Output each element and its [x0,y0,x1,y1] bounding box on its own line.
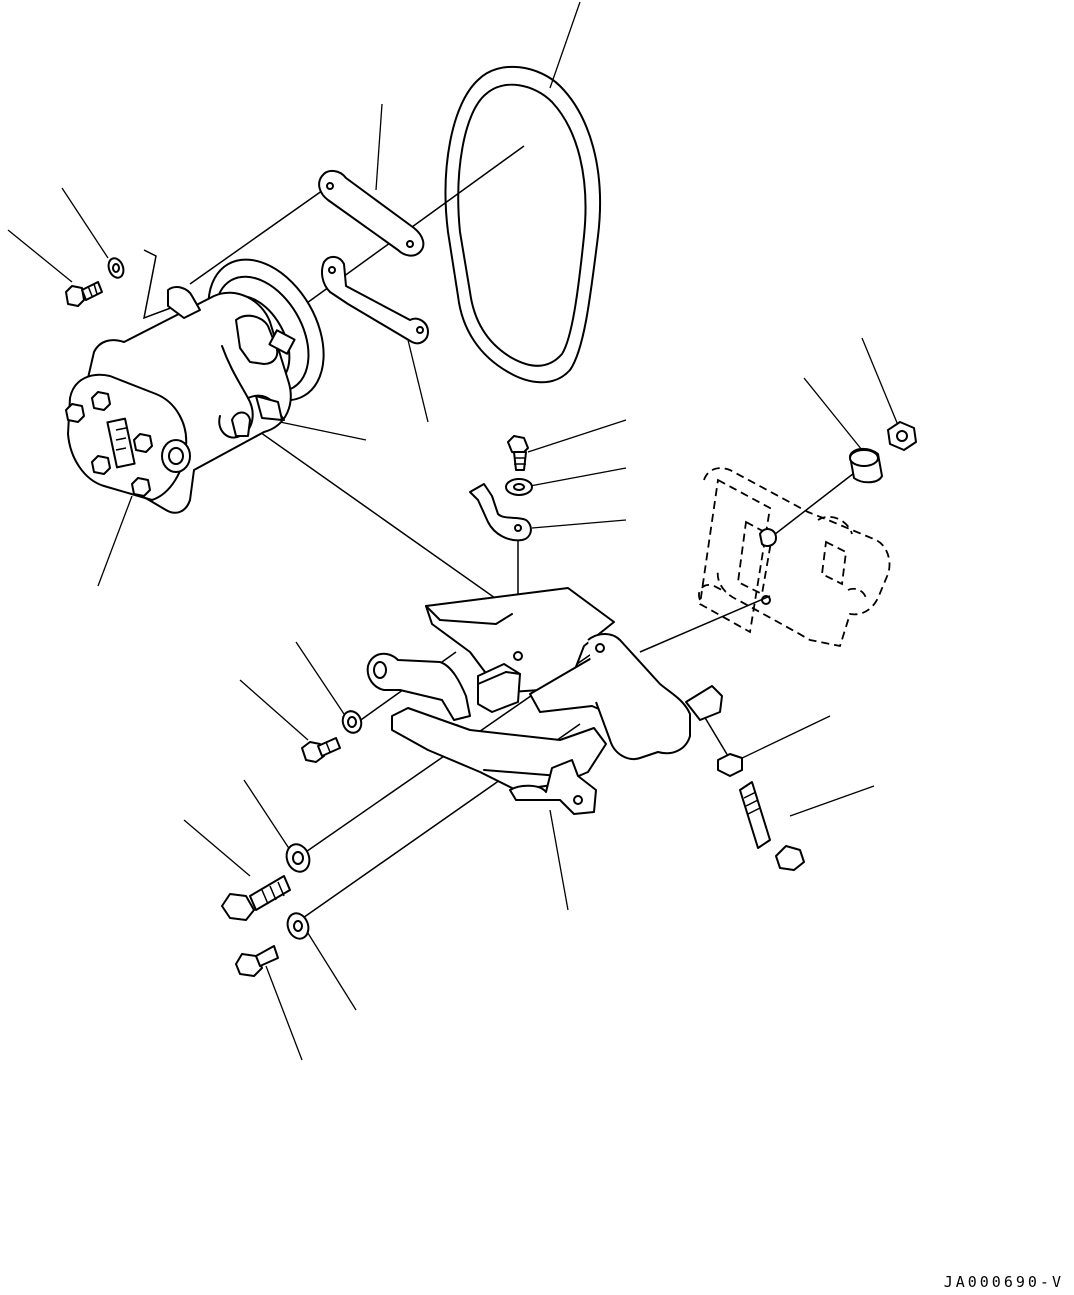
leader-lines [7,1,901,1061]
bolt-small-icon [507,435,529,471]
leader-gasket [375,103,383,191]
drawing-code: JA000690-V [943,1273,1064,1291]
clamp-icon [469,483,532,542]
leader-washer-mid [295,641,345,715]
cover-icon [321,256,429,345]
gasket-plate-icon [318,170,425,257]
washer-top-icon [107,257,125,279]
leader-washer-low [305,929,357,1011]
leader-clamp [531,519,627,529]
bolt-top-icon [65,281,103,307]
leader-washer-small [529,467,627,487]
bolt-long-icon [221,875,291,921]
leader-bolt-bracket [789,785,875,817]
leader-belt [549,1,581,89]
leader-bolt-top [7,229,73,283]
leader-bolt-low [265,965,303,1061]
washer-small-icon [505,478,533,496]
axis-bracket-nut [703,715,729,757]
washer-large-icon [285,843,311,873]
leader-compressor [97,495,133,587]
washer-low-icon [286,912,310,940]
v-belt-icon [444,65,602,384]
bolt-bracket-icon [739,781,805,871]
leader-nut-bracket [737,715,831,761]
bolt-low-icon [235,945,279,977]
engine-mount-icon [698,467,891,648]
compressor-icon [65,258,325,514]
leader-spacer-right [803,377,863,451]
washer-mid-icon [341,710,363,734]
bolt-mid-icon [301,737,341,763]
leader-nut-right [861,337,901,431]
leader-cover [407,339,429,423]
leader-bracket [549,809,569,911]
leader-bolt-mid [239,679,309,741]
leader-clip [279,421,367,441]
axis-top-bolt [143,249,177,320]
axis-right-lower [639,595,771,653]
leader-washer-lg [243,779,291,851]
leader-bolt-long [183,819,251,877]
leader-washer-top [61,187,109,259]
bracket-icon [366,587,743,815]
axis-gasket-1 [189,187,327,285]
axis-right-spacer [769,469,859,539]
leader-bolt-small [527,419,627,453]
spacer-right-icon [849,448,883,484]
nut-right-icon [887,421,917,451]
